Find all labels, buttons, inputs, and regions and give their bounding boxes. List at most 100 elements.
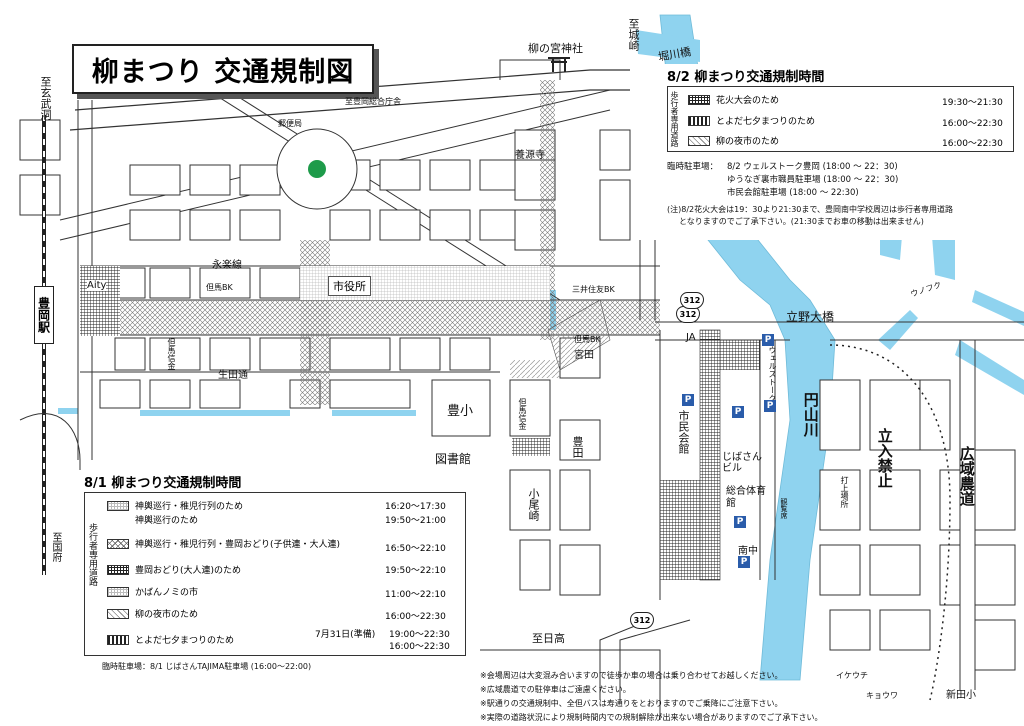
row-label: 柳の夜市のため: [716, 137, 780, 147]
restriction-tanabata: [512, 329, 760, 581]
direction-kokufu: 至国府: [50, 532, 61, 562]
label-ikeuchi: イケウチ: [836, 671, 868, 680]
aug2-parking-line-2: ゆうなぎ裏市職員駐車場 (18:00 ～ 22：30): [727, 175, 899, 185]
aug2-note-2: となりますのでご了承下さい。(21:30までお車の移動は出来ません): [679, 217, 924, 226]
label-jibasan-bldg: じばさんビル: [722, 452, 762, 474]
legend-aug1-table: 歩行者専用道路 神輿巡行・稚児行列のため 16:20～17:30 神輿巡行のため…: [84, 492, 466, 656]
label-city-hall: 市役所: [328, 276, 371, 296]
legend-aug1-extra-time: 16:00～22:30: [389, 642, 450, 652]
legend-aug2-time-3: 16:00～22:30: [942, 139, 1003, 149]
label-shinden-elementary: 新田小: [946, 690, 976, 701]
legend-aug2-time-1: 19:30～21:30: [942, 98, 1003, 108]
legend-aug1-time-7: 19:00～22:30: [389, 630, 450, 640]
hanabi-zone-boundary: [829, 344, 951, 701]
legend-aug2-row-3: 柳の夜市のため: [688, 134, 779, 147]
legend-aug1-row-3: 神輿巡行・稚児行列・豊岡おどり(子供連・大人連): [107, 537, 340, 550]
row-label: 柳の夜市のため: [135, 610, 199, 620]
legend-aug1-time-4: 19:50～22:10: [385, 566, 446, 576]
aug2-note-1: (注)8/2花火大会は19：30より21:30まで、豊岡南中学校周辺は歩行者専用…: [667, 205, 954, 214]
aug2-parking-line-3: 市民会館駐車場 (18:00 ～ 22:30): [727, 188, 859, 198]
direction-hidaka: 至日高: [532, 632, 565, 645]
label-koiki-road: 広域農道: [957, 446, 976, 506]
label-toyo-elementary: 豊小: [447, 404, 474, 419]
legend-aug1-time-1: 16:20～17:30: [385, 502, 446, 512]
swatch-diag: [107, 608, 129, 619]
swatch-brick: [107, 634, 129, 645]
legend-aug1-row-2: 神輿巡行のため: [135, 513, 198, 526]
label-mitsui-bank: 三井住友BK: [572, 285, 615, 294]
parking-icon: P: [764, 400, 776, 412]
label-oozaki: 小尾崎: [527, 488, 540, 521]
label-library: 図書館: [435, 452, 472, 466]
label-maruyama-river: 円山川: [801, 392, 820, 437]
label-ikuta-street: 生田通: [218, 370, 248, 381]
row-label: 神輿巡行・稚児行列のため: [135, 502, 244, 512]
map-title: 柳まつり 交通規制図: [72, 44, 374, 94]
station-toyooka: 豊岡駅: [34, 286, 54, 344]
label-wellstork: ウェルストーク: [768, 346, 777, 402]
row-label: とよだ七夕まつりのため: [135, 636, 235, 646]
label-shrine: 柳の宮神社: [528, 42, 583, 55]
legend-aug2-row-2: とよだ七夕まつりのため: [688, 114, 815, 127]
label-launch-site: 打上場所: [840, 476, 849, 508]
direction-kinosaki: 至城崎: [627, 18, 640, 51]
legend-aug1-row-7: とよだ七夕まつりのため: [107, 633, 234, 646]
label-post-office: 郵便局: [278, 119, 302, 128]
direction-toyooka-sogo: 至豊岡総合庁舎: [345, 97, 401, 106]
aug1-parking: 臨時駐車場：8/1 じばさんTAJIMA駐車場 (16:00～22:00): [102, 662, 312, 671]
legend-aug1-title: 8/1 柳まつり交通規制時間: [84, 476, 242, 491]
legend-aug1-row-6: 柳の夜市のため: [107, 607, 198, 620]
row-label: かばんノミの市: [135, 588, 199, 598]
label-tajima-shinkin: 但馬信金: [167, 338, 176, 370]
legend-aug2-title: 8/2 柳まつり交通規制時間: [667, 70, 825, 85]
route-312-marker-top: 312: [680, 292, 704, 309]
legend-aug1: 8/1 柳まつり交通規制時間 歩行者専用道路 神輿巡行・稚児行列のため 16:2…: [72, 470, 472, 680]
left-curve-road: [19, 413, 81, 480]
label-shimin-kaikan: 市民会館: [677, 410, 690, 454]
legend-aug2: 8/2 柳まつり交通規制時間 歩行者専用道路 花火大会のため 19:30～21:…: [655, 64, 1020, 240]
label-sogo-gym: 総合体育館: [726, 486, 766, 509]
direction-genbudo: 至玄武洞: [39, 76, 52, 120]
legend-aug1-row-5: かばんノミの市: [107, 585, 198, 598]
label-tajima-bk-2: 但馬BK: [574, 335, 601, 344]
parking-icon: P: [734, 516, 746, 528]
legend-aug2-row-1: 花火大会のため: [688, 93, 779, 106]
legend-aug1-row-4: 豊岡おどり(大人連)のため: [107, 563, 241, 576]
row-label: 神輿巡行のため: [135, 516, 199, 526]
swatch-cross: [107, 538, 129, 549]
label-miyata: 宮田: [574, 350, 594, 361]
footnote-2: ※広域農道での駐停車はご遠慮ください。: [480, 685, 631, 694]
label-yogenji: 養源寺: [515, 150, 545, 161]
legend-aug2-table: 歩行者専用道路 花火大会のため 19:30～21:30 とよだ七夕まつりのため …: [667, 86, 1014, 152]
label-tachino-bridge: 立野大橋: [786, 310, 835, 324]
right-roads: [599, 240, 1024, 700]
label-aity: Aity: [87, 280, 107, 291]
row-label: 神輿巡行・稚児行列・豊岡おどり(子供連・大人連): [135, 540, 341, 550]
shrine-torii-icon: [548, 57, 570, 72]
hidaka-road: [480, 649, 661, 720]
legend-aug1-row-1: 神輿巡行・稚児行列のため: [107, 499, 243, 512]
parking-icon: P: [732, 406, 744, 418]
row-label: 豊岡おどり(大人連)のため: [135, 566, 242, 576]
label-no-entry: 立入禁止: [875, 428, 894, 488]
swatch-light: [107, 586, 129, 597]
legend-aug1-extra-label: 7月31日(準備): [315, 630, 376, 640]
label-kyouwa: キョウワ: [866, 691, 898, 700]
legend-aug2-time-2: 16:00～22:30: [942, 119, 1003, 129]
footnote-3: ※駅通りの交通規制中、全但バスは寿通りをとおりますのでご乗降にご注意下さい。: [480, 699, 783, 708]
footnote-1: ※会場周辺は大変混み合いますので徒歩か車の場合は乗り合わせてお越しください。: [480, 671, 783, 680]
park-fountain: [308, 160, 326, 178]
swatch-light: [107, 500, 129, 511]
legend-aug1-side-label: 歩行者専用道路: [87, 523, 97, 586]
row-label: とよだ七夕まつりのため: [716, 117, 816, 127]
legend-aug1-time-6: 16:00～22:30: [385, 612, 446, 622]
legend-aug1-time-3: 16:50～22:10: [385, 544, 446, 554]
swatch-grid: [688, 94, 710, 105]
footnote-4: ※実際の道路状況により規制時間内での規制解除が出来ない場合がありますのでご了承下…: [480, 713, 823, 722]
legend-aug2-side-label: 歩行者専用道路: [670, 91, 679, 147]
label-eiraku-line: 永楽線: [212, 260, 242, 271]
aug2-parking-title: 臨時駐車場：: [667, 162, 719, 172]
swatch-grid: [107, 564, 129, 575]
label-toyota: 豊田: [571, 436, 584, 458]
row-label: 花火大会のため: [716, 96, 780, 106]
